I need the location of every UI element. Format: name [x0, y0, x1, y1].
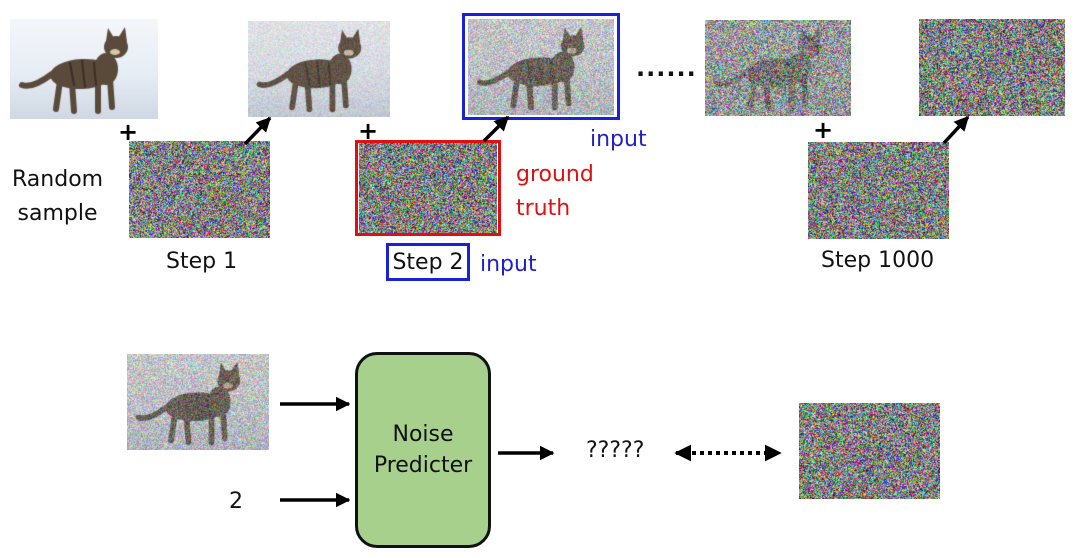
target-noise-image	[799, 403, 940, 499]
noisy-image-input-label: input	[590, 127, 647, 152]
input-frame-step2-image	[462, 13, 620, 120]
plus-sign-step1000: +	[813, 116, 834, 144]
step2-input-label: input	[480, 252, 537, 277]
step1-noise-sample	[129, 141, 270, 238]
noise-predicter-box: Noise Predicter	[355, 352, 491, 548]
predicted-noise-output: ?????	[586, 438, 645, 463]
ground-truth-frame	[355, 140, 501, 236]
step1-noisy-cat-image	[248, 21, 390, 117]
plus-sign-step2: +	[358, 117, 379, 145]
step1-label: Step 1	[166, 249, 238, 274]
step-number-input: 2	[229, 489, 243, 514]
arrow-step2-diagonal	[482, 115, 510, 143]
step2-label-text: Step 2	[392, 249, 464, 275]
noise-predicter-label-line2: Predicter	[373, 453, 473, 478]
input-noisy-cat-image	[127, 354, 269, 450]
step1000-label: Step 1000	[821, 248, 935, 273]
late-step-noisy-cat-image	[705, 20, 851, 116]
random-sample-label: Random sample	[12, 167, 104, 226]
step2-label: Step 2	[386, 243, 470, 281]
step1000-noise-sample	[808, 142, 949, 239]
step2-noisy-cat-image	[468, 19, 614, 115]
ground-truth-label: ground truth	[516, 162, 594, 221]
plus-sign-step1: +	[118, 118, 139, 146]
ellipsis: ......	[636, 54, 697, 82]
arrow-step1000-diagonal	[942, 115, 970, 145]
step2-noise-sample	[359, 143, 497, 233]
original-cat-image	[10, 19, 158, 119]
step1000-noise-image	[919, 19, 1065, 116]
noise-predicter-label-line1: Noise	[392, 422, 454, 447]
